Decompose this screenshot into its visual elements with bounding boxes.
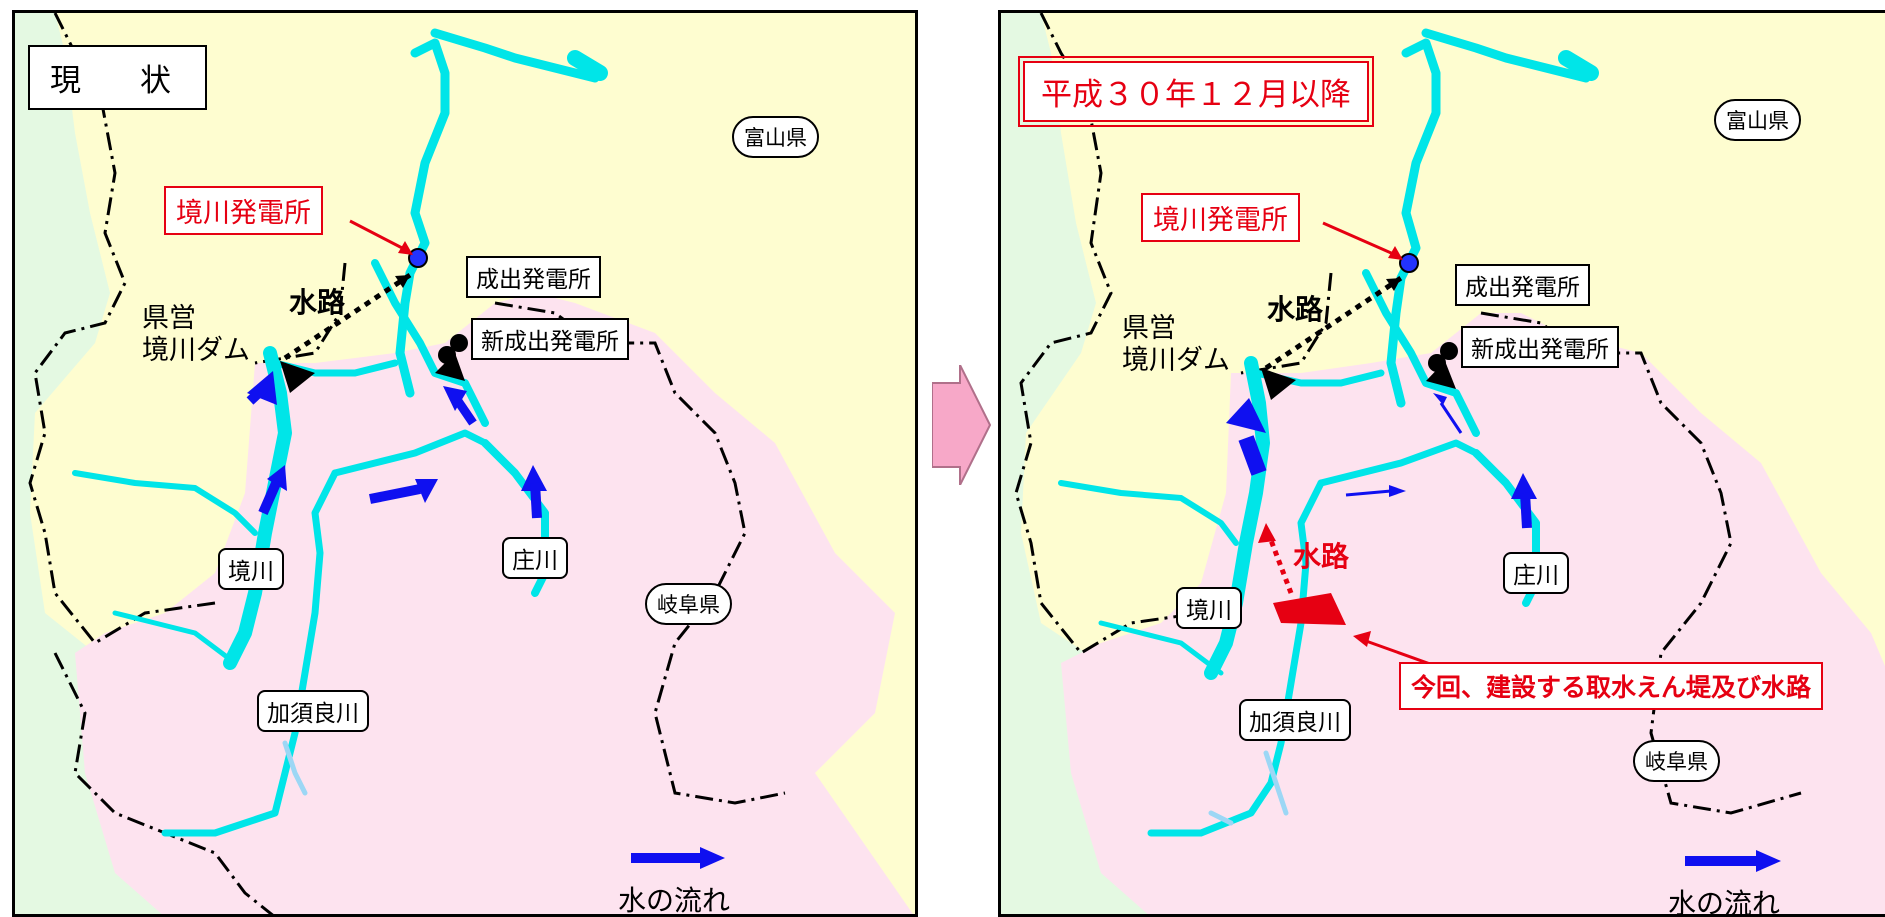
callout-pointer: [1365, 639, 1434, 667]
label-toyama: 富山県: [732, 116, 819, 158]
dam-marker: [280, 361, 315, 393]
label-gifu: 岐阜県: [645, 583, 732, 625]
map-panel-current: 現 状 富山県 岐阜県 境川発電所 成出発電所 新成出発電所 県営 境川ダム 水…: [12, 10, 918, 917]
new-waterway-arrowhead: [1258, 523, 1276, 543]
callout-new-intake: 今回、建設する取水えん堤及び水路: [1399, 662, 1824, 710]
label-sakaigawa-power: 境川発電所: [1141, 193, 1300, 242]
label-new-naride-power: 新成出発電所: [1461, 326, 1619, 368]
river-kasura-trib: [1098, 620, 1224, 676]
river-sho-head: [430, 28, 600, 83]
river-small-sw: [1208, 750, 1289, 826]
river-sho-lower: [481, 439, 549, 597]
river-headwater: [567, 50, 608, 81]
river-sakai-main: [1204, 356, 1270, 680]
label-new-naride-power: 新成出発電所: [471, 318, 629, 360]
river-headwater: [1558, 50, 1599, 81]
map-future: [1001, 13, 1885, 914]
label-naride-power: 成出発電所: [466, 256, 601, 298]
new-intake-weir: [1273, 593, 1346, 625]
flow-arrows: [1226, 393, 1537, 529]
new-waterway-dotted-line: [1266, 534, 1294, 594]
map-title-current: 現 状: [28, 45, 207, 110]
dam-marker: [1261, 368, 1296, 400]
waterway-arrowhead: [395, 275, 410, 288]
river-kasura-trib: [112, 610, 238, 666]
flow-arrow: [1433, 393, 1447, 405]
new-naride-marker-arrow: [435, 353, 465, 381]
sakaigawa-power-marker: [408, 248, 428, 268]
region-toyama: [30, 13, 915, 914]
river-sho-trib: [1317, 439, 1480, 487]
sakaigawa-power-marker: [1399, 253, 1419, 273]
flow-arrow: [1511, 473, 1537, 499]
label-dam: 県営 境川ダム: [142, 303, 250, 366]
river-sakai-trib: [72, 470, 258, 536]
river-naride: [1362, 269, 1480, 437]
flow-arrows: [246, 371, 547, 519]
river-small-sw: [282, 740, 308, 796]
flow-arrow: [1226, 398, 1266, 433]
transition-arrow: [932, 365, 992, 485]
flow-arrow: [443, 386, 467, 411]
naride-power-marker: [1440, 342, 1458, 360]
naride-power-marker: [450, 334, 468, 352]
sakaigawa-power-pointer: [349, 219, 409, 253]
label-river-sakai: 境川: [1176, 587, 1242, 629]
flow-arrow: [1389, 485, 1406, 497]
sakaigawa-power-pointer: [1322, 221, 1399, 258]
legend-flow-label: 水の流れ: [1668, 887, 1781, 917]
map-title-future: 平成３０年１２月以降: [1018, 56, 1374, 127]
waterway-dotted-line: [283, 272, 412, 361]
boundary-line: [1014, 13, 1802, 815]
boundary-line: [28, 13, 786, 914]
label-new-waterway: 水路: [1293, 540, 1350, 573]
flow-arrow: [415, 479, 438, 503]
waterway-dotted-line: [1264, 275, 1403, 371]
river-sho-trib: [331, 429, 489, 477]
river-sho-head: [1421, 28, 1591, 83]
label-dam: 県営 境川ダム: [1122, 313, 1230, 376]
label-river-sho: 庄川: [502, 537, 568, 579]
label-river-kasura: 加須良川: [257, 690, 369, 732]
flow-arrow: [267, 465, 287, 491]
label-waterway: 水路: [289, 286, 346, 319]
map-panel-future: 平成３０年１２月以降 富山県 岐阜県 境川発電所 成出発電所 新成出発電所 県営…: [998, 10, 1885, 917]
flow-arrow: [521, 465, 547, 491]
label-river-sakai: 境川: [218, 548, 284, 590]
river-sakai-trib: [1058, 480, 1239, 546]
new-naride-marker-arrow: [1426, 361, 1456, 389]
legend-flow-label: 水の流れ: [618, 884, 731, 917]
river-naride: [371, 259, 489, 427]
label-river-sho: 庄川: [1503, 552, 1569, 594]
label-waterway: 水路: [1267, 293, 1324, 326]
label-naride-power: 成出発電所: [1455, 264, 1590, 306]
label-toyama: 富山県: [1714, 99, 1801, 141]
label-river-kasura: 加須良川: [1239, 699, 1351, 741]
label-gifu: 岐阜県: [1633, 740, 1720, 782]
waterway-arrowhead: [1386, 278, 1401, 291]
label-sakaigawa-power: 境川発電所: [164, 186, 323, 235]
map-current: [15, 13, 915, 914]
